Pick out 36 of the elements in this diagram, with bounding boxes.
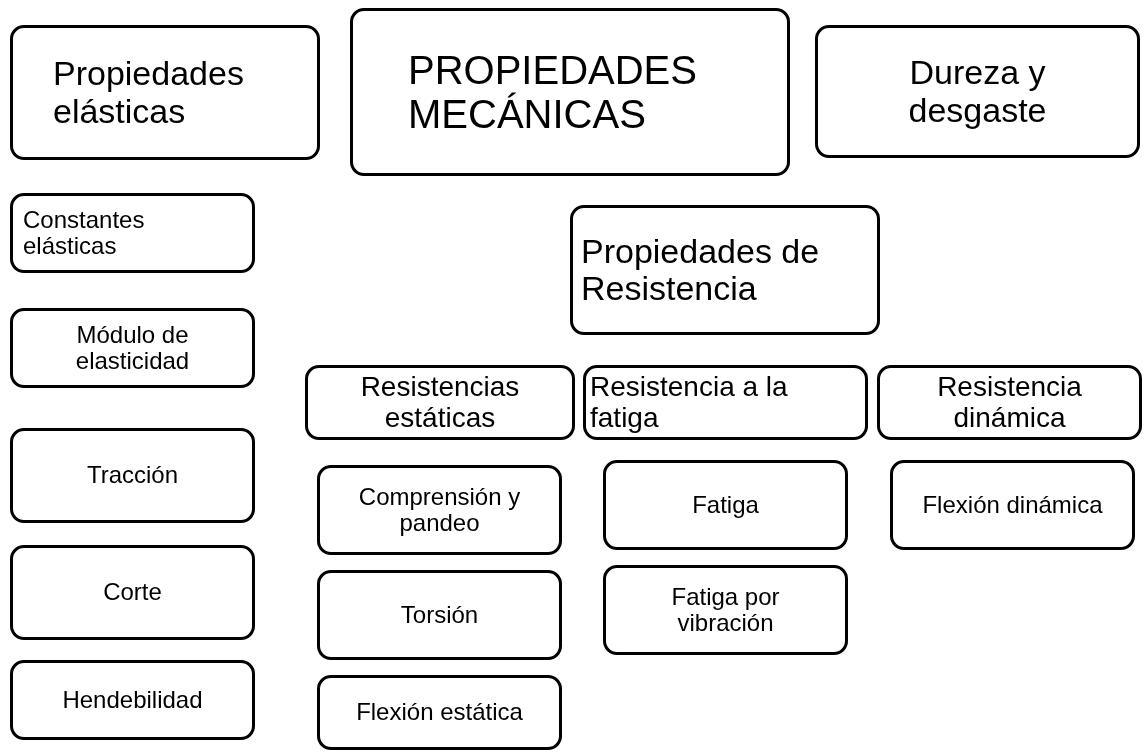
box-label: Propiedades de Resistencia bbox=[581, 232, 821, 308]
box-label: Tracción bbox=[86, 462, 179, 489]
box-label: Fatiga por vibración bbox=[670, 583, 781, 637]
rounded-box bbox=[603, 460, 848, 550]
box-label: Constantes elásticas bbox=[23, 206, 146, 260]
rounded-box bbox=[890, 460, 1135, 550]
rounded-box bbox=[10, 660, 255, 740]
box-label: Propiedades elásticas bbox=[53, 55, 245, 130]
box-label: Resistencias estáticas bbox=[359, 371, 521, 434]
rounded-box bbox=[317, 570, 562, 660]
box-label: Flexión estática bbox=[356, 699, 523, 726]
rounded-box bbox=[583, 365, 868, 440]
rounded-box bbox=[10, 428, 255, 523]
rounded-box bbox=[10, 545, 255, 640]
rounded-box bbox=[317, 675, 562, 750]
rounded-box bbox=[815, 25, 1140, 158]
box-label: Torsión bbox=[400, 601, 479, 629]
box-label: Módulo de elasticidad bbox=[74, 321, 191, 375]
rounded-box bbox=[603, 565, 848, 655]
box-label: Resistencia dinámica bbox=[936, 371, 1083, 434]
rounded-box bbox=[10, 308, 255, 388]
rounded-box bbox=[305, 365, 575, 440]
rounded-box bbox=[10, 193, 255, 273]
rounded-box bbox=[877, 365, 1142, 440]
rounded-box bbox=[10, 25, 320, 160]
box-label: PROPIEDADES MECÁNICAS bbox=[408, 48, 698, 136]
box-label: Resistencia a la fatiga bbox=[590, 371, 789, 434]
box-label: Hendebilidad bbox=[62, 686, 203, 714]
box-label: Dureza y desgaste bbox=[907, 54, 1048, 129]
box-label: Fatiga bbox=[692, 491, 759, 519]
box-label: Flexión dinámica bbox=[922, 491, 1103, 519]
box-label: Corte bbox=[103, 579, 162, 606]
rounded-box bbox=[570, 205, 880, 335]
box-label: Comprensión y pandeo bbox=[357, 483, 522, 537]
rounded-box bbox=[317, 465, 562, 555]
rounded-box bbox=[350, 8, 790, 176]
